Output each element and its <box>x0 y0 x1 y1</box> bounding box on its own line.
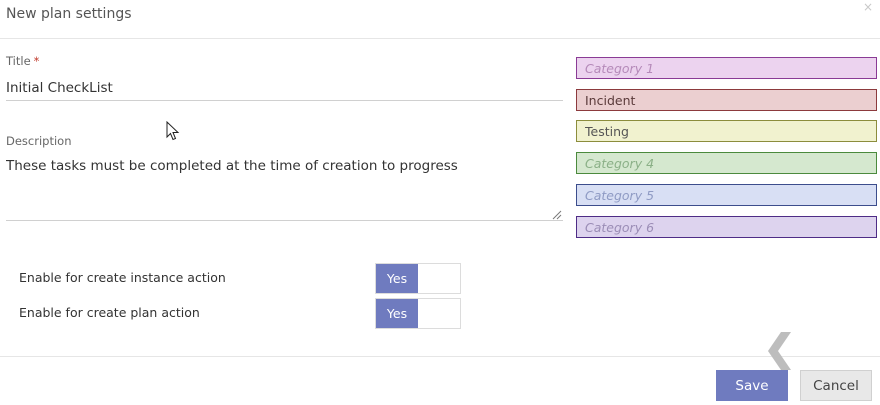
resize-grip-icon[interactable] <box>551 209 562 220</box>
mouse-cursor-icon <box>166 121 180 141</box>
cancel-button[interactable]: Cancel <box>800 370 872 401</box>
toggle-label-plan: Enable for create plan action <box>19 305 200 320</box>
save-button[interactable]: Save <box>716 370 788 401</box>
category-3-input[interactable] <box>576 120 877 142</box>
required-mark: * <box>33 54 40 68</box>
dialog-title: New plan settings <box>6 6 132 22</box>
description-input[interactable]: These tasks must be completed at the tim… <box>6 154 563 221</box>
close-icon[interactable]: × <box>862 0 873 14</box>
category-4-input[interactable] <box>576 152 877 174</box>
toggle-state: Yes <box>376 264 418 293</box>
title-label: Title* <box>6 54 39 68</box>
toggle-label-instance: Enable for create instance action <box>19 270 226 285</box>
category-5-input[interactable] <box>576 184 877 206</box>
title-input[interactable] <box>6 76 563 101</box>
dialog-header: New plan settings × <box>0 0 880 39</box>
toggle-create-instance[interactable]: Yes <box>375 263 461 294</box>
category-6-input[interactable] <box>576 216 877 238</box>
category-2-input[interactable] <box>576 89 877 111</box>
description-label: Description <box>6 134 72 148</box>
footer-divider <box>0 356 880 357</box>
title-label-text: Title <box>6 54 31 68</box>
toggle-state: Yes <box>376 299 418 328</box>
toggle-create-plan[interactable]: Yes <box>375 298 461 329</box>
chevron-left-icon <box>768 332 791 370</box>
category-1-input[interactable] <box>576 57 877 79</box>
